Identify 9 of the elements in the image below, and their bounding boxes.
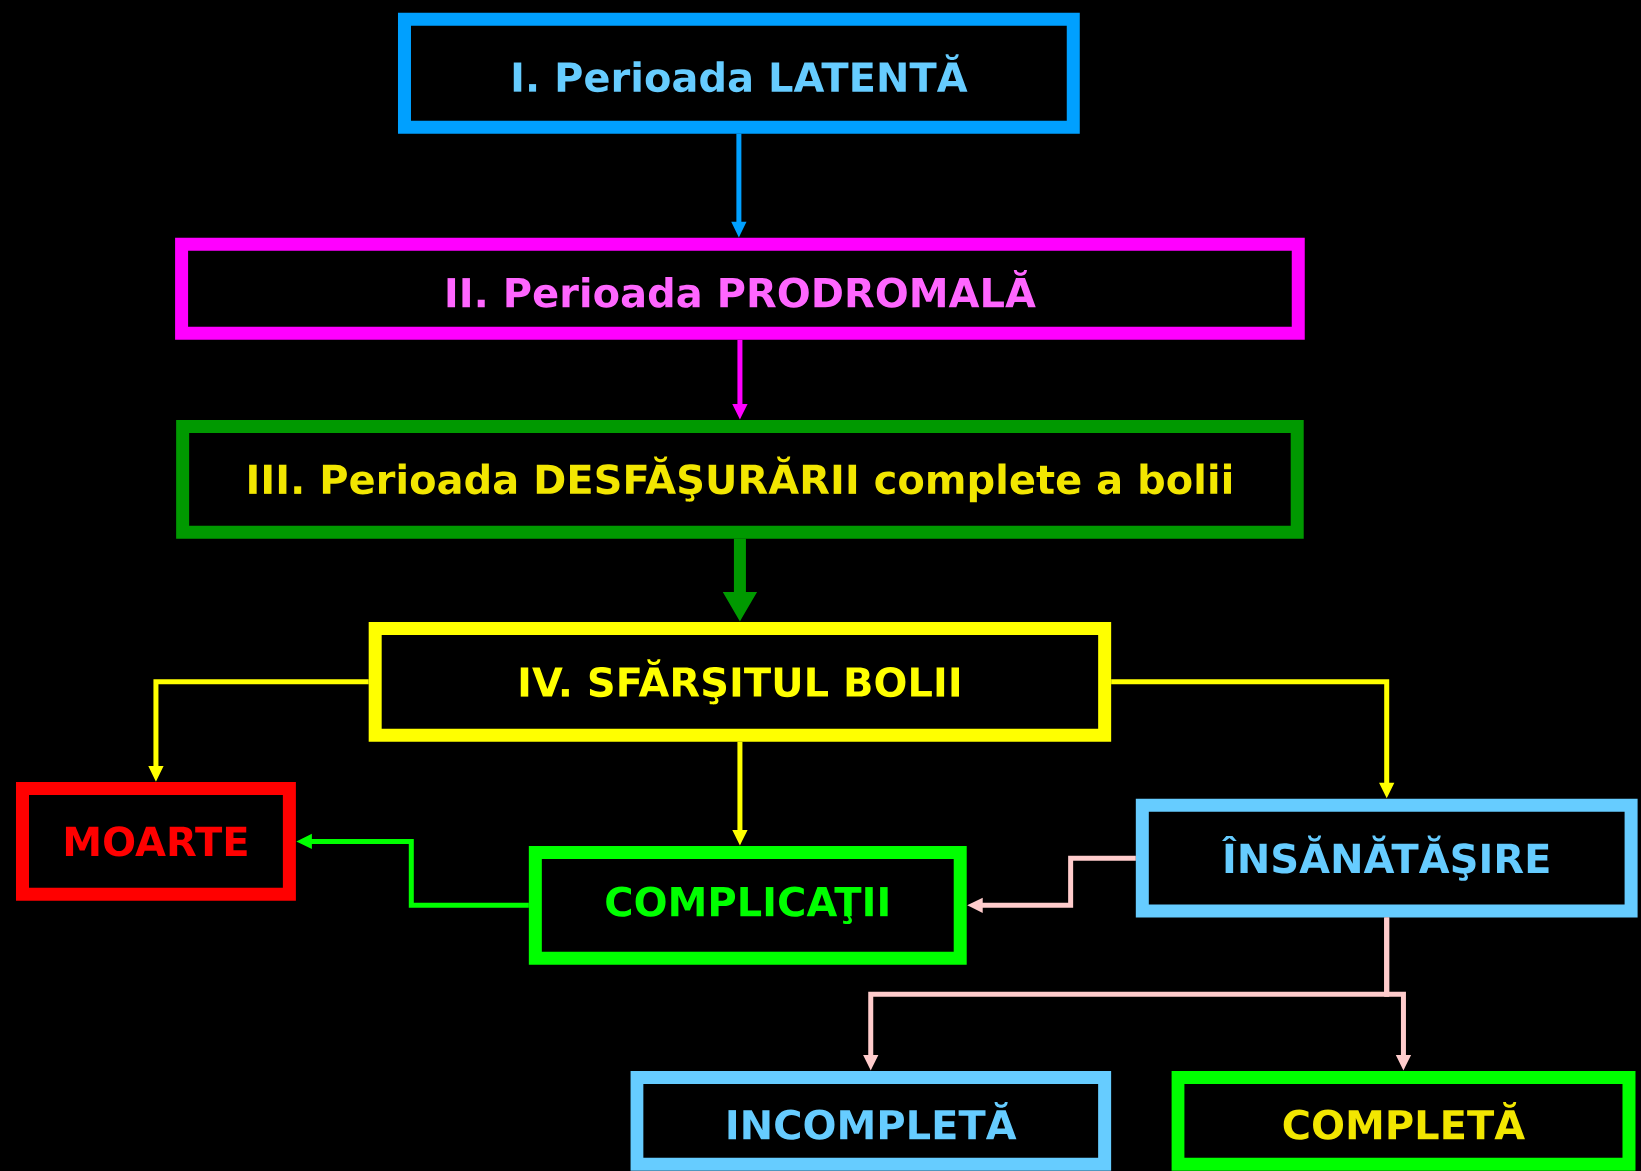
stage-box: INCOMPLETĂ [630, 1070, 1112, 1171]
stage-box: ÎNSĂNĂTĂŞIRE [1135, 798, 1638, 918]
stage-box: IV. SFĂRŞITUL BOLII [368, 621, 1112, 742]
stage-box: III. Perioada DESFĂŞURĂRII complete a bolii [176, 419, 1304, 539]
stage-box: I. Perioada LATENTĂ [398, 12, 1080, 134]
stage-box: II. Perioada PRODROMALĂ [175, 237, 1305, 340]
stage-box: MOARTE [16, 782, 296, 901]
stage-box: COMPLICAŢII [528, 845, 967, 965]
stage-box: COMPLETĂ [1171, 1070, 1636, 1171]
